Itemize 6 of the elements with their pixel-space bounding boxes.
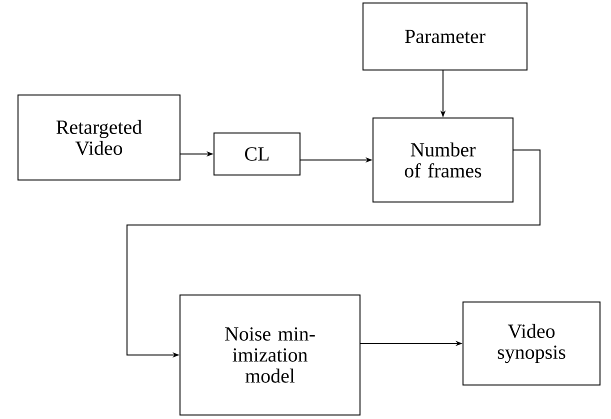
process-box: Parameter	[362, 2, 528, 70]
process-box: Retargeted Video	[18, 94, 180, 180]
process-box: CL	[214, 132, 300, 176]
process-box: Number of frames	[372, 118, 514, 202]
process-box: Noise min- imization model	[180, 294, 360, 416]
process-box: Video synopsis	[462, 302, 600, 386]
